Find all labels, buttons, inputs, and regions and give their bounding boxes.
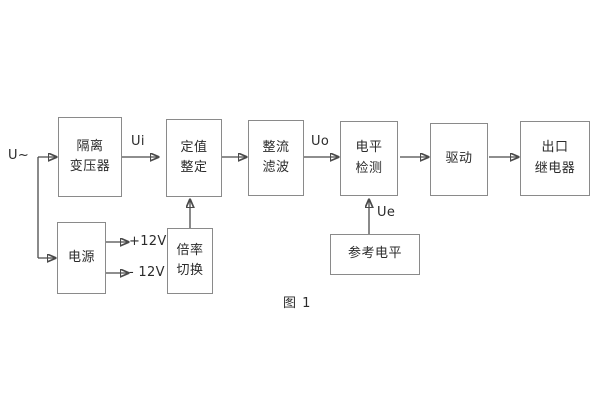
block-power-supply-line-1: 电源 — [67, 249, 95, 265]
rail-label-negative: - 12V — [129, 265, 165, 280]
block-setting-value-line-1: 定值 — [180, 139, 208, 155]
block-isolation-transformer-line-2: 变压器 — [69, 159, 111, 174]
block-multiplier-switch-line-1: 倍率 — [176, 242, 204, 258]
block-setting-value[interactable]: 定值 整定 — [166, 119, 222, 197]
block-driver[interactable]: 驱动 — [430, 123, 488, 196]
block-multiplier-switch-line-2: 切换 — [176, 263, 204, 278]
block-level-detection-line-1: 电平 — [355, 140, 383, 156]
block-rectifier-filter[interactable]: 整流 滤波 — [248, 120, 304, 196]
block-reference-level[interactable]: 参考电平 — [330, 234, 420, 275]
block-isolation-transformer-line-1: 隔离 — [76, 138, 104, 154]
signal-label-ui: Ui — [131, 134, 145, 149]
block-reference-level-line-1: 参考电平 — [347, 246, 402, 262]
block-output-relay-line-1: 出口 — [541, 140, 569, 156]
input-voltage-label: U~ — [8, 148, 30, 163]
block-rectifier-filter-line-2: 滤波 — [262, 160, 290, 175]
figure-caption: 图 1 — [283, 296, 312, 311]
block-driver-line-1: 驱动 — [445, 151, 473, 167]
block-power-supply[interactable]: 电源 — [57, 222, 106, 294]
block-multiplier-switch[interactable]: 倍率 切换 — [167, 228, 213, 294]
signal-label-ue: Ue — [377, 205, 396, 220]
block-output-relay-line-2: 继电器 — [534, 160, 576, 176]
block-level-detection[interactable]: 电平 检测 — [340, 121, 398, 196]
block-isolation-transformer[interactable]: 隔离 变压器 — [58, 117, 122, 197]
rail-label-positive: +12V — [129, 234, 167, 249]
block-level-detection-line-2: 检测 — [355, 160, 383, 176]
block-rectifier-filter-line-1: 整流 — [262, 139, 290, 155]
block-output-relay[interactable]: 出口 继电器 — [520, 121, 590, 196]
block-setting-value-line-2: 整定 — [180, 160, 208, 175]
signal-label-uo: Uo — [311, 134, 330, 149]
